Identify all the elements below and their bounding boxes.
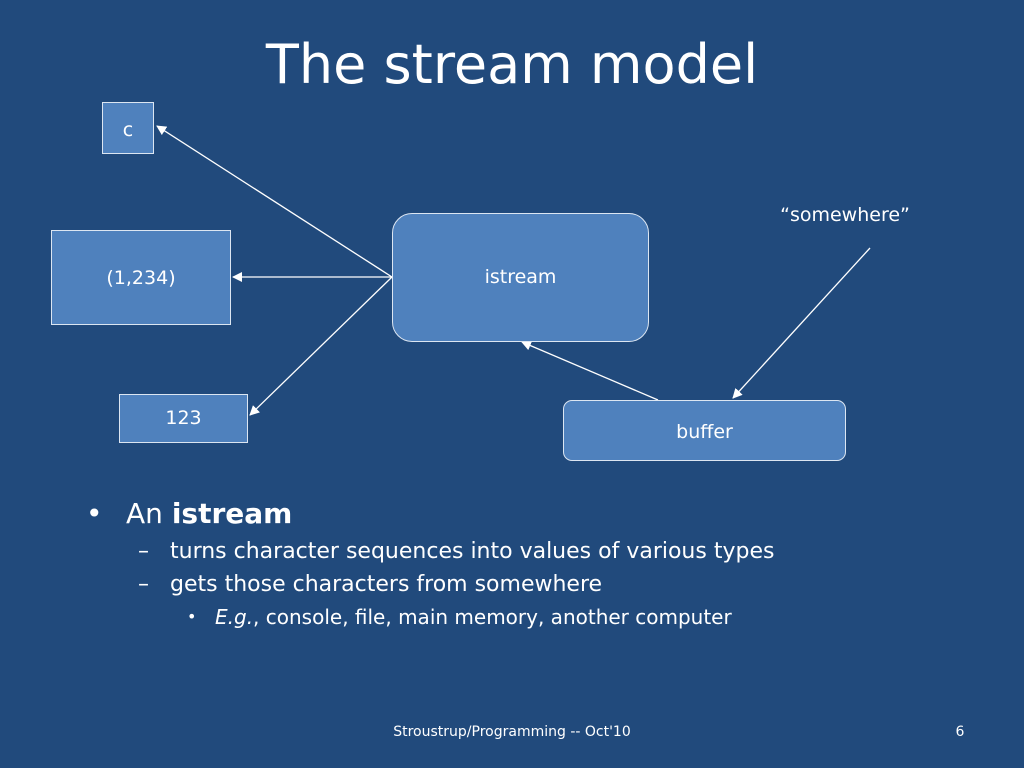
sub-sub-bullet: • E.g., console, file, main memory, anoth… <box>187 604 732 630</box>
sub-sub-bullet-italic: E.g. <box>215 605 254 629</box>
dash-marker: – <box>138 572 149 597</box>
slide-title: The stream model <box>265 33 759 96</box>
arrow-buffer-to-istream <box>521 340 659 401</box>
sub-bullet-1: –turns character sequences into values o… <box>138 538 774 566</box>
bullet-main: • An istream <box>86 496 292 532</box>
arrow-istream-to-c <box>156 125 393 278</box>
small-bullet-dot: • <box>187 607 197 626</box>
node-pair: (1,234) <box>51 230 231 325</box>
node-istream: istream <box>392 213 649 342</box>
sub-sub-bullet-text: , console, file, main memory, another co… <box>253 605 732 629</box>
page-number: 6 <box>955 724 965 740</box>
arrow-istream-to-number <box>249 276 393 416</box>
bullet-main-prefix: An <box>126 497 163 530</box>
sub-bullet-2: –gets those characters from somewhere <box>138 571 602 599</box>
arrow-somewhere-to-buffer <box>732 247 871 399</box>
footer-text: Stroustrup/Programming -- Oct'10 <box>393 724 631 740</box>
node-somewhere-label: “somewhere” <box>780 204 910 226</box>
bullet-main-bold: istream <box>171 497 293 530</box>
node-number: 123 <box>119 394 248 443</box>
node-buffer: buffer <box>563 400 846 461</box>
bullet-dot: • <box>86 497 103 530</box>
node-c: c <box>102 102 154 154</box>
sub-bullet-1-text: turns character sequences into values of… <box>170 539 775 564</box>
sub-bullet-2-text: gets those characters from somewhere <box>170 572 603 597</box>
dash-marker: – <box>138 539 149 564</box>
